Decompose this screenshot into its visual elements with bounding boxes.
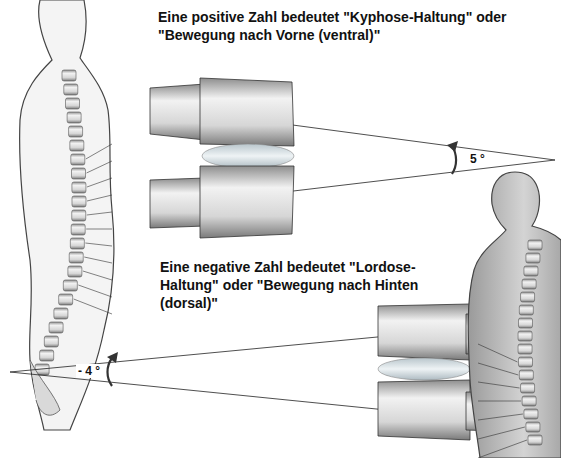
vertebra-block	[528, 240, 542, 250]
vertebra-block	[522, 396, 536, 406]
angle-ray	[87, 178, 112, 187]
angle-ray	[87, 161, 112, 173]
left-body-figure	[20, 0, 114, 430]
vertebra-block	[519, 370, 533, 380]
angle-ray	[87, 212, 112, 215]
angle-ray	[87, 195, 112, 201]
vertebra-block	[528, 435, 542, 445]
angle-ray	[478, 414, 523, 420]
vertebra-block	[69, 252, 83, 263]
vertebra-block	[68, 266, 82, 277]
caption-text: Eine positive Zahl bedeutet "Kyphose-Hal…	[158, 8, 538, 44]
vertebra-block	[518, 331, 532, 341]
angle-ray	[74, 299, 112, 314]
vertebra-block	[522, 279, 536, 289]
vertebra-block	[49, 322, 63, 333]
vertebra-block	[40, 350, 54, 361]
vertebra-block	[526, 422, 540, 432]
vertebra-block	[54, 308, 68, 319]
vertebra-block	[70, 238, 84, 249]
vertebra-block	[518, 344, 532, 354]
vertebra-block	[519, 305, 533, 315]
vertebra-block	[518, 318, 532, 328]
vertebra-block	[63, 280, 77, 291]
angle-ray	[478, 427, 525, 439]
vertebra-block	[71, 224, 85, 235]
angle-value: - 4 °	[76, 364, 102, 378]
vertebra-block	[72, 182, 86, 193]
vertebra-block	[66, 98, 80, 109]
angle-ray	[478, 363, 518, 375]
angle-ray	[478, 401, 521, 402]
vertebra-block	[71, 154, 85, 165]
right-body-figure	[468, 172, 561, 458]
angle-value: 5 °	[468, 152, 487, 166]
vertebra-block	[72, 210, 86, 221]
vertebra-block	[524, 409, 538, 419]
angle-ray	[86, 229, 112, 230]
angle-ray	[478, 440, 527, 458]
vertebra-block	[72, 168, 86, 179]
angle-ray	[478, 344, 517, 362]
vertebra-block	[72, 196, 86, 207]
angle-ray	[84, 257, 112, 263]
vertebra-block	[59, 294, 73, 305]
vertebra-block	[67, 112, 81, 123]
angle-ray	[83, 271, 112, 280]
vertebra-block	[518, 357, 532, 367]
vertebra-block	[521, 292, 535, 302]
angle-ray	[85, 243, 112, 246]
vertebra-block	[526, 253, 540, 263]
vertebra-block	[64, 84, 78, 95]
vertebra-block	[524, 266, 538, 276]
caption-text: Eine negative Zahl bedeutet "Lordose-Hal…	[160, 258, 460, 313]
angle-ray	[86, 144, 112, 159]
vertebra-pair-lordosis	[10, 304, 535, 440]
vertebra-block	[62, 70, 76, 81]
vertebra-block	[521, 383, 535, 393]
angle-ray	[78, 285, 112, 297]
vertebra-pair-kyphosis	[150, 78, 555, 238]
vertebra-block	[44, 336, 58, 347]
vertebra-block	[69, 126, 83, 137]
vertebra-block	[70, 140, 84, 151]
angle-ray	[478, 382, 520, 388]
